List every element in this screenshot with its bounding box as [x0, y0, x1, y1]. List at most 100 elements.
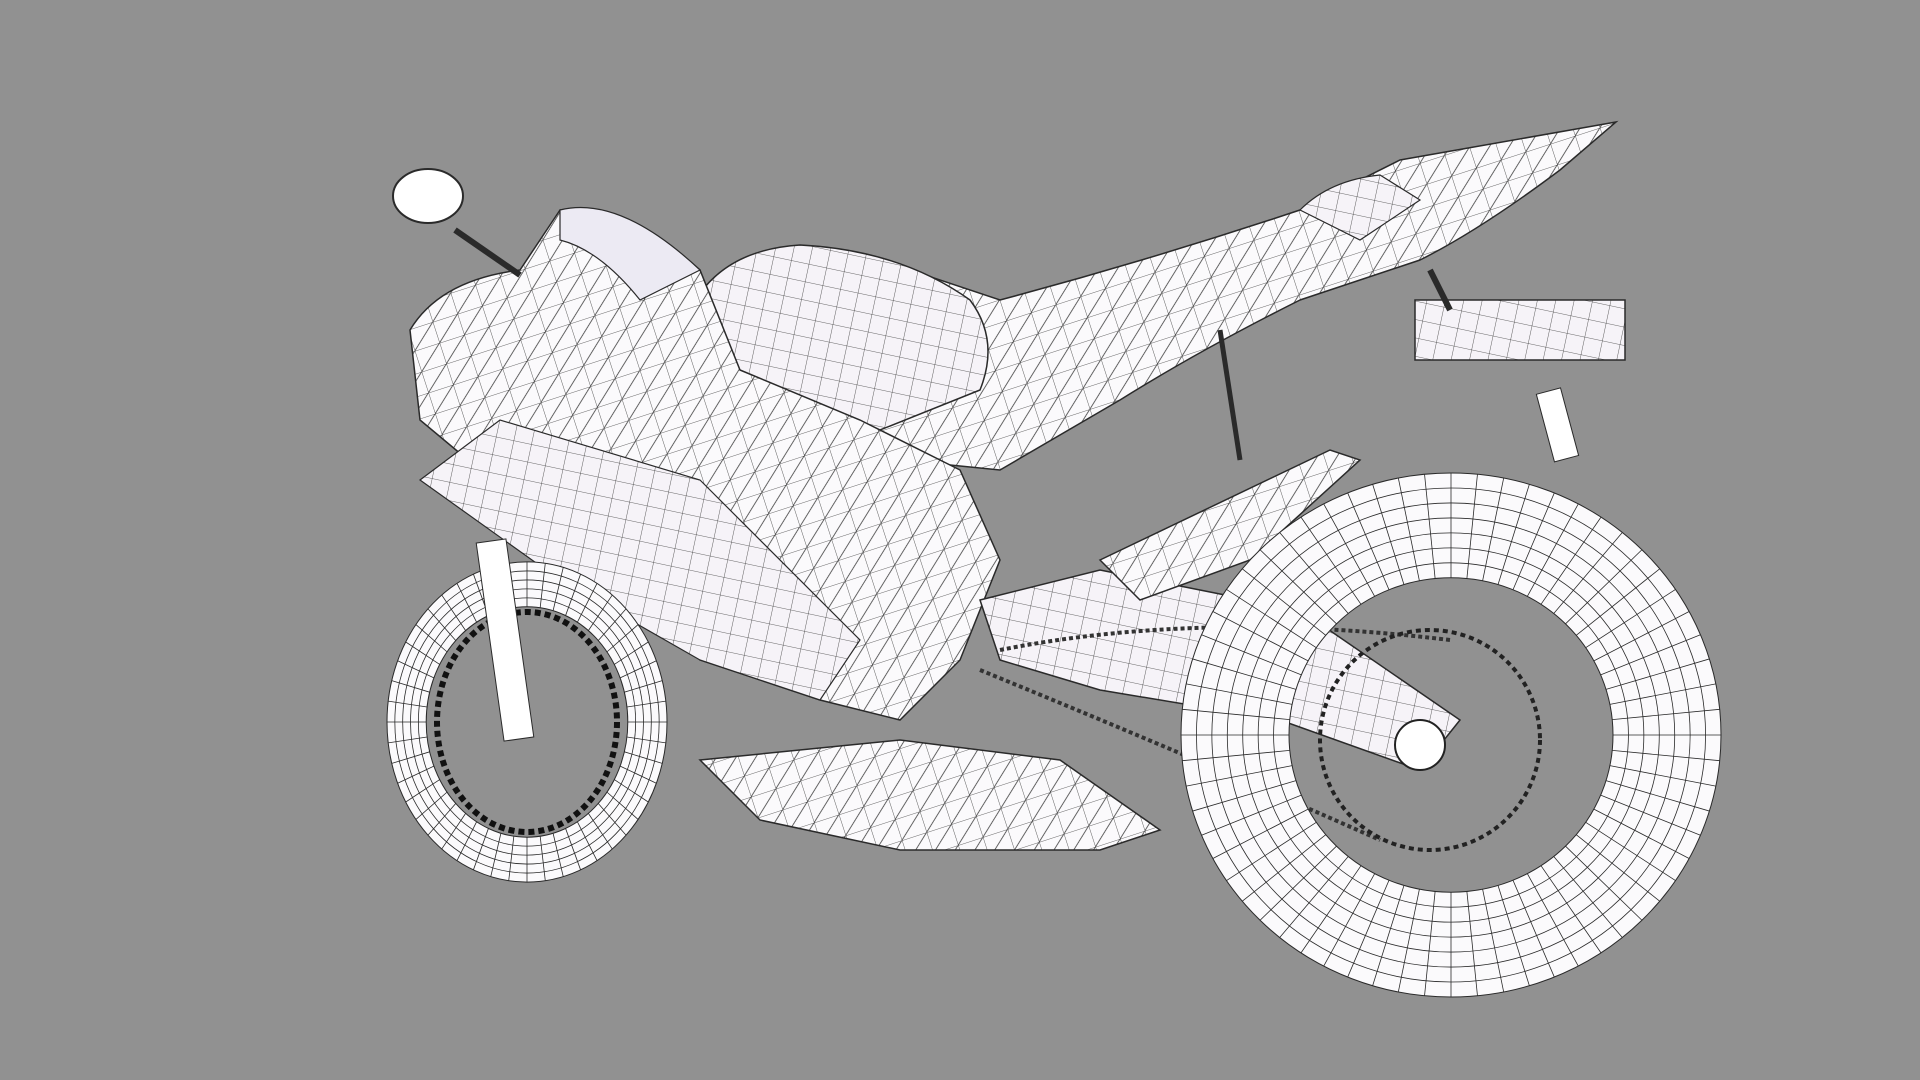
tire-mesh-edge: [1397, 889, 1420, 993]
tire-mesh-edge: [1600, 794, 1701, 836]
tire-mesh-edge: [456, 583, 477, 623]
tire-mesh-edge: [1527, 503, 1579, 597]
tire-mesh-edge: [552, 567, 564, 611]
tire-mesh-edge: [1300, 516, 1362, 605]
tire-mesh-edge: [1259, 845, 1337, 921]
tire-mesh-edge: [427, 803, 457, 836]
rear-wheel: [1180, 472, 1722, 998]
tire-mesh-edge: [1585, 589, 1676, 648]
tire-mesh-edge: [1323, 873, 1375, 967]
tire-mesh-edge: [1212, 808, 1309, 859]
tire-mesh-edge: [405, 641, 440, 665]
tire-mesh-edge: [1424, 474, 1436, 579]
tire-mesh-edge: [1575, 568, 1660, 636]
tire-mesh-edge: [1226, 589, 1317, 648]
tire-mesh-edge: [1226, 822, 1317, 881]
tire-mesh-edge: [1182, 708, 1290, 720]
tire-mesh-edge: [606, 791, 639, 820]
tire-mesh-edge: [1553, 856, 1623, 938]
tire-mesh-edge: [1397, 477, 1420, 581]
tire-mesh-edge: [1347, 492, 1390, 590]
tire-mesh-edge: [597, 608, 627, 641]
tire-mesh-edge: [397, 765, 435, 784]
tire-mesh-edge: [415, 791, 448, 820]
tire-mesh-edge: [577, 821, 598, 861]
tire-mesh-edge: [1424, 891, 1436, 996]
front-wheel: [386, 561, 668, 883]
tire-mesh-edge: [539, 836, 546, 881]
tire-mesh-edge: [626, 700, 666, 708]
tire-mesh-edge: [1323, 503, 1375, 597]
tire-mesh-edge: [1612, 750, 1720, 762]
tire-mesh-edge: [565, 828, 581, 870]
tire-mesh-edge: [624, 751, 663, 764]
tire-mesh-edge: [1192, 658, 1297, 690]
license-plate-bracket: [1217, 268, 1626, 463]
tire-mesh-edge: [1512, 880, 1555, 978]
tire-mesh-edge: [388, 700, 428, 708]
tire-mesh-edge: [456, 821, 477, 861]
tire-mesh-edge: [1279, 856, 1349, 938]
tire-mesh-edge: [614, 779, 649, 803]
tire-mesh-edge: [606, 624, 639, 653]
tire-mesh-edge: [1593, 611, 1690, 662]
tire-mesh-edge: [1482, 889, 1505, 993]
tire-mesh-edge: [597, 803, 627, 836]
tire-mesh-edge: [1575, 834, 1660, 902]
tire-mesh-edge: [1585, 822, 1676, 881]
tire-mesh-edge: [405, 779, 440, 803]
tire-mesh-edge: [1201, 634, 1302, 676]
tire-mesh-edge: [1242, 568, 1327, 636]
tire-mesh-edge: [1259, 549, 1337, 625]
tire-mesh-edge: [619, 765, 657, 784]
tire-mesh-edge: [588, 594, 613, 631]
tire-mesh-edge: [427, 608, 457, 641]
tire-mesh-edge: [1605, 780, 1710, 812]
tire-mesh-edge: [1182, 750, 1290, 762]
tire-mesh-edge: [1593, 808, 1690, 859]
tire-mesh-edge: [391, 680, 430, 693]
tire-mesh-edge: [1372, 484, 1405, 585]
tire-mesh-edge: [588, 813, 613, 850]
tire-mesh-edge: [441, 594, 466, 631]
tire-mesh-edge: [508, 836, 515, 881]
front-brake-disc: [434, 609, 620, 835]
tire-mesh-edge: [1279, 532, 1349, 614]
tire-mesh-edge: [1186, 683, 1293, 705]
tire-mesh-edge: [391, 751, 430, 764]
tire-mesh-edge: [624, 680, 663, 693]
tire-mesh-edge: [1565, 549, 1643, 625]
tire-mesh-edge: [1497, 484, 1530, 585]
tire-mesh-edge: [577, 583, 598, 623]
tire-mesh-edge: [1466, 891, 1478, 996]
tire-mesh-edge: [565, 574, 581, 616]
belly-pan: [698, 739, 1162, 851]
tire-mesh-edge: [1609, 683, 1716, 705]
tire-mesh-edge: [614, 641, 649, 665]
tire-mesh-edge: [1565, 845, 1643, 921]
rear-sprocket: [1318, 628, 1542, 852]
tire-mesh-edge: [415, 624, 448, 653]
tire-mesh-edge: [1347, 880, 1390, 978]
rear-hugger: [1098, 449, 1362, 601]
tire-mesh-edge: [473, 828, 489, 870]
tire-mesh-edge: [1192, 780, 1297, 812]
mirror: [392, 168, 522, 278]
tire-mesh-edge: [1466, 474, 1478, 579]
tire-mesh-edge: [388, 736, 428, 744]
front-fork: [475, 538, 535, 742]
tire-mesh-edge: [1482, 477, 1505, 581]
tire-mesh-edge: [552, 833, 564, 877]
tire-mesh-edge: [1212, 611, 1309, 662]
tire-mesh-edge: [1540, 516, 1602, 605]
tire-mesh-edge: [490, 833, 502, 877]
tire-mesh-edge: [1553, 532, 1623, 614]
tire-mesh-edge: [626, 736, 666, 744]
tire-mesh-edge: [539, 563, 546, 608]
tire-mesh-edge: [1605, 658, 1710, 690]
tire-mesh-edge: [1300, 865, 1362, 954]
tire-mesh-edge: [397, 660, 435, 679]
tire-mesh-edge: [619, 660, 657, 679]
